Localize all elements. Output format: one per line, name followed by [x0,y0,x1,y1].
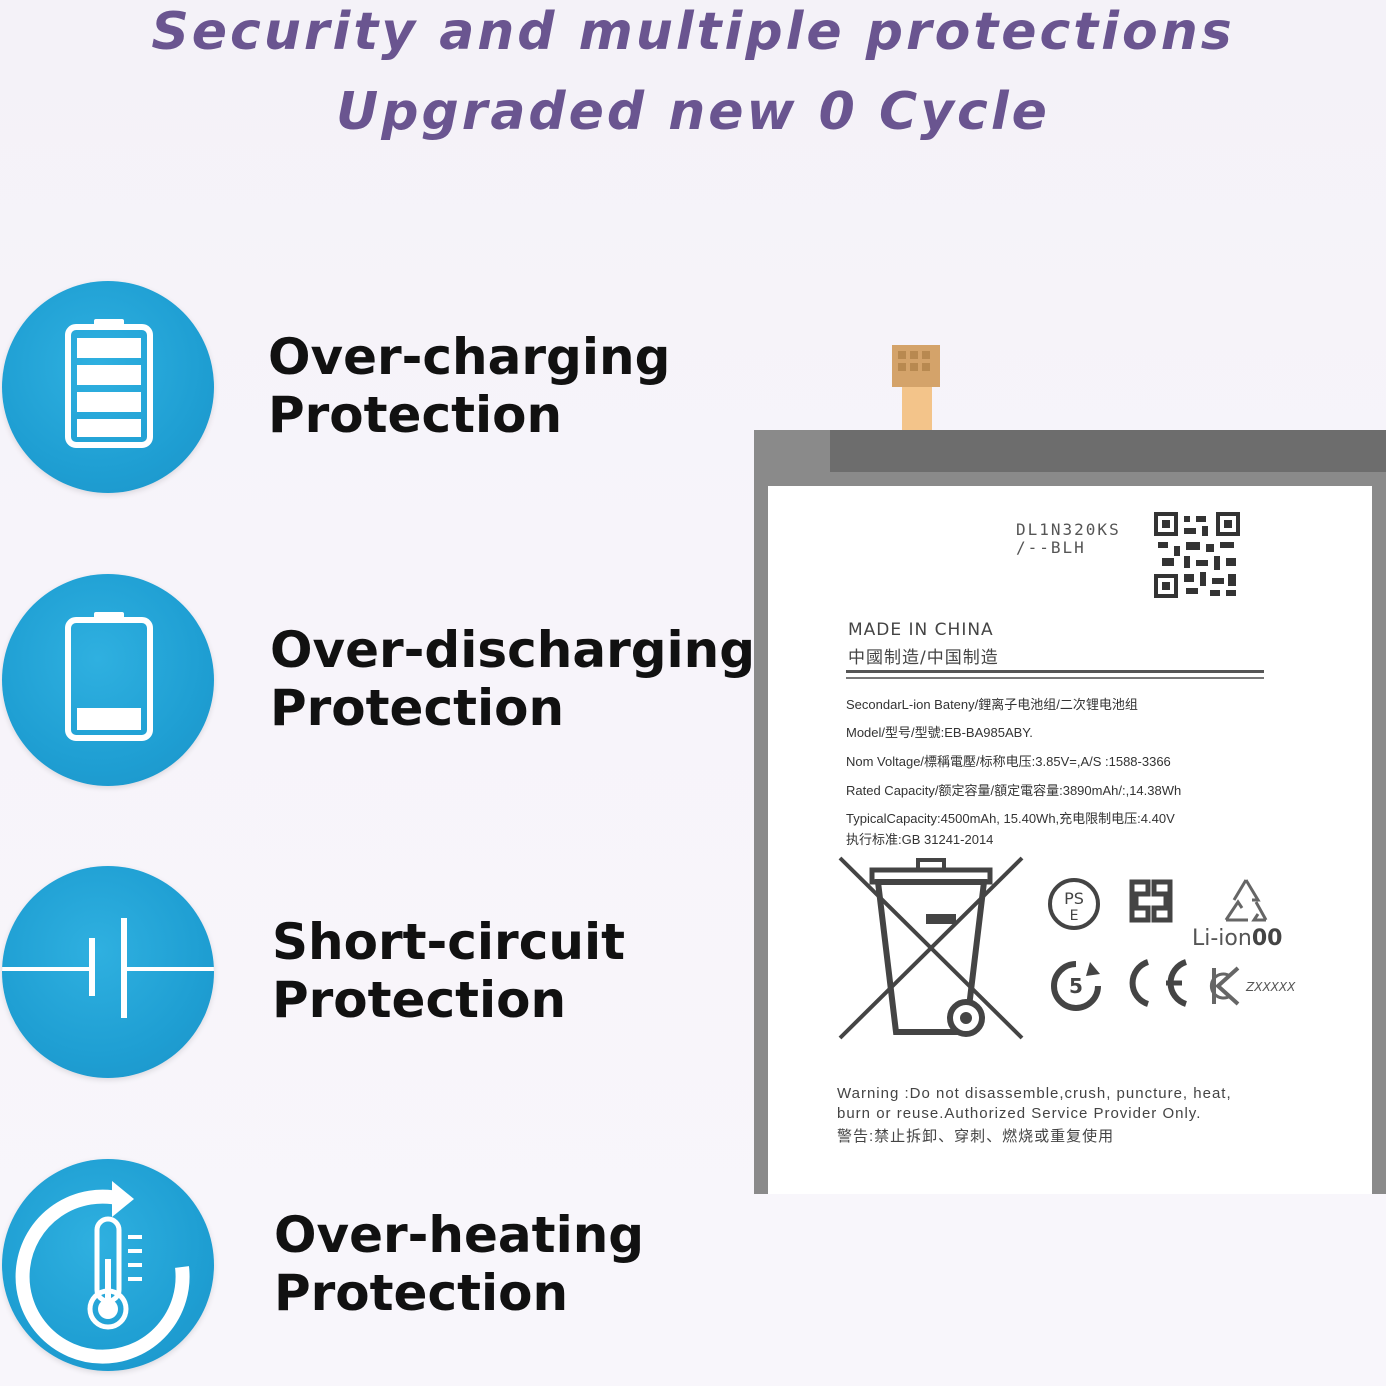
feature-over-discharging: Over-discharging Protection [270,621,755,737]
svg-text:5: 5 [1069,974,1083,998]
feature-title: Over-discharging [270,621,756,679]
li-ion-number: 00 [1251,926,1283,951]
spec-voltage: Nom Voltage/標稱電壓/标称电压:3.85V=,A/S :1588-3… [846,754,1171,769]
spec-type: SecondarL-ion Bateny/鋰离子电池组/二次锂电池组 [846,697,1138,712]
feature-subtitle: Protection [274,1264,569,1322]
safety-mark-icon [1129,879,1173,923]
qr-code-icon [1154,512,1240,598]
feature-title: Over-charging [268,328,671,386]
full-battery-icon [2,281,214,493]
divider-line [846,670,1264,673]
serial-suffix: /--BLH [1016,538,1086,557]
warning-line-2: burn or reuse.Authorized Service Provide… [837,1105,1202,1122]
feature-subtitle: Protection [270,679,565,737]
thermometer-icon [2,1159,214,1371]
battery-top-strip [830,430,1386,472]
weee-bin-icon [838,856,1024,1040]
feature-over-charging: Over-charging Protection [268,328,670,444]
recycle-icon [1224,879,1268,922]
svg-text:PS: PS [1064,889,1084,908]
spec-typical-capacity: TypicalCapacity:4500mAh, 15.40Wh,充电限制电压:… [846,811,1175,826]
warning-line-1: Warning :Do not disassemble,crush, punct… [837,1085,1232,1102]
ce-mark-icon [1129,959,1188,1007]
low-battery-icon [2,574,214,786]
pse-icon: PS E [1048,878,1100,930]
battery-image [754,430,1386,1194]
feature-subtitle: Protection [272,971,567,1029]
feature-short-circuit: Short-circuit Protection [272,913,625,1029]
kc-code: ZXXXXX [1246,980,1296,994]
feature-subtitle: Protection [268,386,563,444]
spec-rated-capacity: Rated Capacity/额定容量/額定電容量:3890mAh/:,14.3… [846,783,1182,798]
serial-number: DL1N320KS [1016,520,1121,539]
kc-mark-icon [1209,966,1240,1006]
warning-line-3: 警告:禁止拆卸、穿刺、燃烧或重复使用 [837,1128,1115,1145]
short-circuit-icon [2,866,214,1078]
feature-over-heating: Over-heating Protection [274,1206,644,1322]
headline-line-2: Upgraded new 0 Cycle [336,82,1050,142]
efup-5-icon: 5 [1051,961,1101,1011]
feature-title: Over-heating [274,1206,645,1264]
li-ion-mark: Li-ion00 [1192,926,1282,951]
battery-label [768,486,1372,1194]
headline-line-1: Security and multiple protections [151,2,1235,62]
made-in-china-cn: 中國制造/中国制造 [848,648,999,668]
made-in-china: MADE IN CHINA [848,620,994,640]
spec-model: Model/型号/型號:EB-BA985ABY. [846,725,1033,740]
svg-text:E: E [1070,908,1079,924]
feature-title: Short-circuit [272,913,625,971]
spec-standard: 执行标准:GB 31241-2014 [846,832,994,847]
divider-line [846,677,1264,679]
li-ion-text: Li-ion [1192,926,1252,951]
